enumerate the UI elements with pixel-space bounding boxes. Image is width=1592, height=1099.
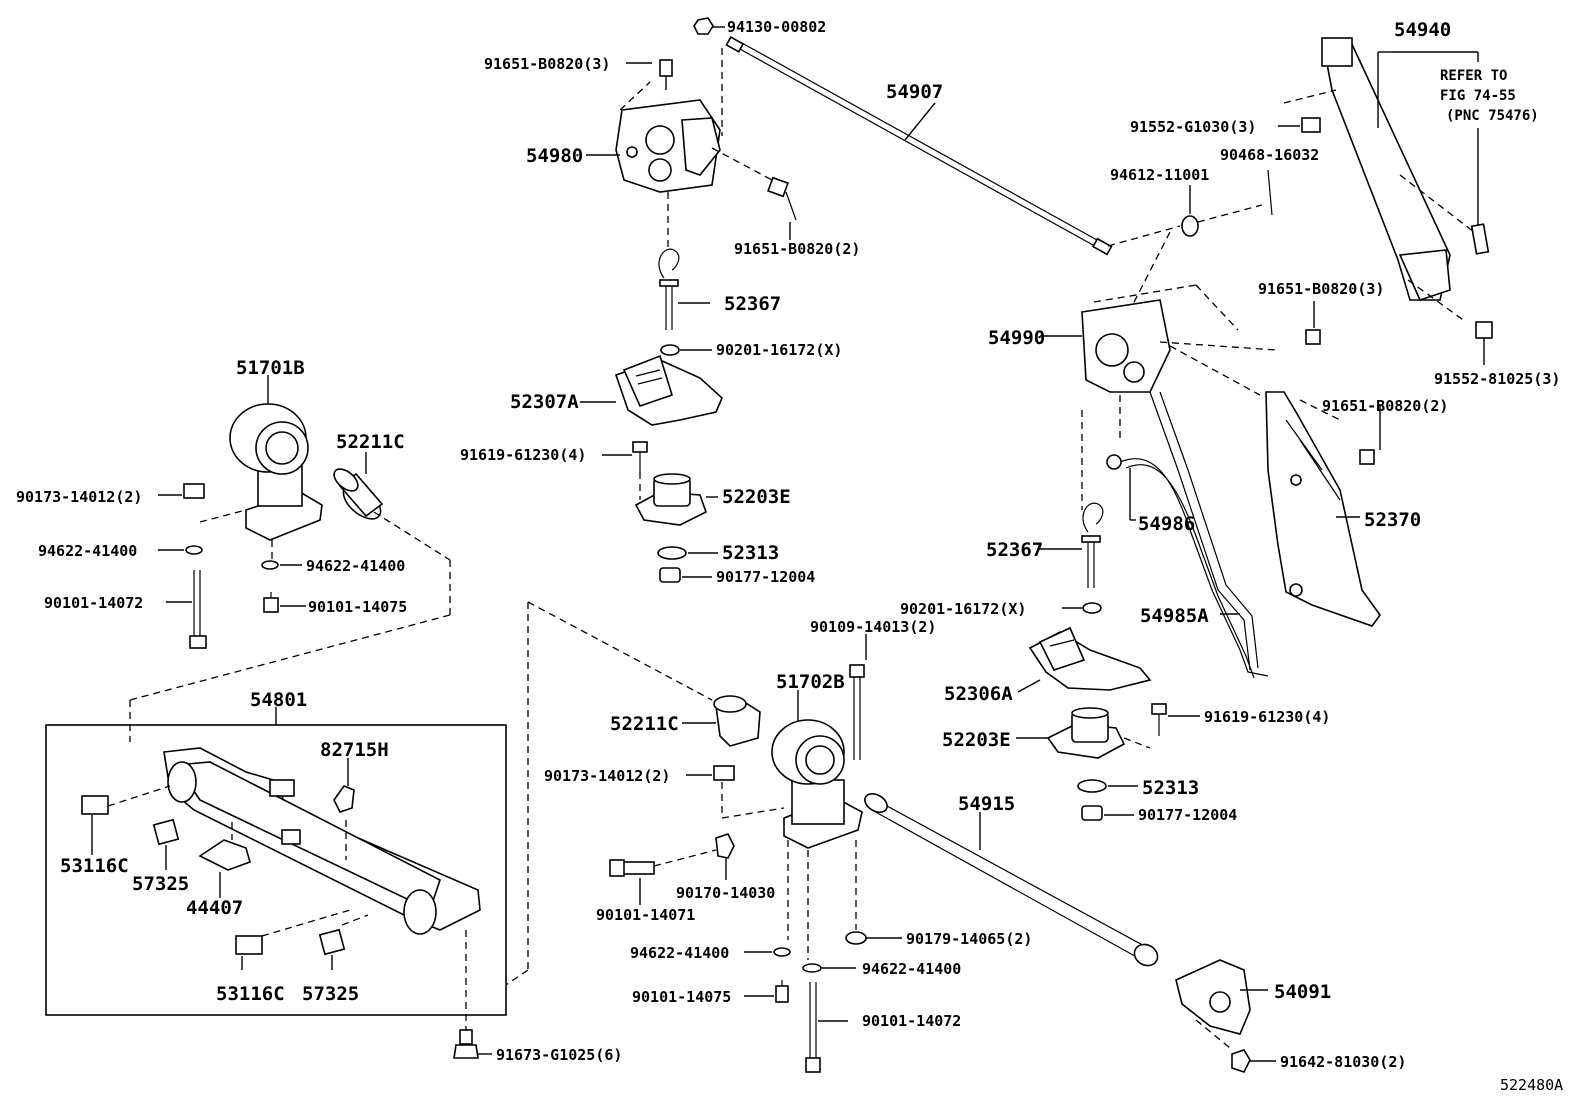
- callout-90201-16172-x-top: 90201-16172(X): [716, 341, 842, 359]
- latch-54990-drawing: [1040, 284, 1321, 510]
- reference-note-line3: (PNC 75476): [1446, 108, 1539, 124]
- callout-53116c-a: 53116C: [60, 855, 129, 877]
- callout-52203e-right: 52203E: [942, 729, 1011, 751]
- callout-90101-14075-center: 90101-14075: [632, 988, 731, 1006]
- callout-52313-right: 52313: [1142, 777, 1199, 799]
- callout-94130-00802: 94130-00802: [727, 18, 826, 36]
- callout-90177-12004-top: 90177-12004: [716, 568, 815, 586]
- callout-90101-14072-center: 90101-14072: [862, 1012, 961, 1030]
- callout-54091: 54091: [1274, 981, 1331, 1003]
- reference-note-line2: FIG 74-55: [1440, 88, 1516, 104]
- figure-code: 522480A: [1500, 1076, 1563, 1094]
- callout-52370: 52370: [1364, 509, 1421, 531]
- callout-54940: 54940: [1394, 19, 1451, 41]
- callout-90101-14071: 90101-14071: [596, 906, 695, 924]
- callout-91642-81030-2: 91642-81030(2): [1280, 1053, 1406, 1071]
- hook-52367-right-drawing: [1038, 502, 1104, 614]
- cushion-52203e-top-drawing: [602, 441, 718, 583]
- callout-91651-b0820-2-top: 91651-B0820(2): [734, 240, 860, 258]
- callout-91651-b0820-2-right: 91651-B0820(2): [1322, 397, 1448, 415]
- callout-82715h: 82715H: [320, 739, 389, 761]
- cushion-52203e-right-drawing: [1016, 703, 1200, 821]
- callout-52211c-center: 52211C: [610, 713, 679, 735]
- callout-94622-41400-a: 94622-41400: [38, 542, 137, 560]
- center-divider-c-drawing: [505, 969, 529, 986]
- bracket-52307a-drawing: [580, 354, 723, 426]
- callout-94622-41400-c: 94622-41400: [630, 944, 729, 962]
- callout-94622-41400-d: 94622-41400: [862, 960, 961, 978]
- callout-52367-right: 52367: [986, 539, 1043, 561]
- callout-52211c-left: 52211C: [336, 431, 405, 453]
- center-hardware-drawing: [609, 634, 902, 1073]
- callout-91651-b0820-3-right: 91651-B0820(3): [1258, 280, 1384, 298]
- callout-90177-12004-right: 90177-12004: [1138, 806, 1237, 824]
- callout-91619-61230-4-top: 91619-61230(4): [460, 446, 586, 464]
- plate-54091-drawing: [1175, 959, 1276, 1073]
- callout-90101-14075-left: 90101-14075: [308, 598, 407, 616]
- group-box-54801-drawing: [45, 707, 507, 1016]
- callout-57325-b: 57325: [302, 983, 359, 1005]
- callout-51702b: 51702B: [776, 671, 845, 693]
- callout-90173-14012-2-center: 90173-14012(2): [544, 767, 670, 785]
- callout-94622-41400-b: 94622-41400: [306, 557, 405, 575]
- cable-54907-drawing: [725, 36, 1113, 256]
- callout-52313-top: 52313: [722, 542, 779, 564]
- callout-44407: 44407: [186, 897, 243, 919]
- callout-90109-14013-2: 90109-14013(2): [810, 618, 936, 636]
- callout-54986: 54986: [1138, 513, 1195, 535]
- callout-54985a: 54985A: [1140, 605, 1209, 627]
- callout-90468-16032: 90468-16032: [1220, 146, 1319, 164]
- bushing-52211c-center-drawing: [682, 695, 761, 747]
- callout-52306a: 52306A: [944, 683, 1013, 705]
- plate-52370-drawing: [1265, 391, 1381, 627]
- washer-spring-drawing: [1107, 169, 1273, 311]
- rod-54986-drawing: [1106, 454, 1269, 679]
- callout-90179-14065-2: 90179-14065(2): [906, 930, 1032, 948]
- hook-52367-top-drawing: [658, 248, 712, 356]
- callout-51701b: 51701B: [236, 357, 305, 379]
- callout-91619-61230-4-right: 91619-61230(4): [1204, 708, 1330, 726]
- callout-54980: 54980: [526, 145, 583, 167]
- callout-52367-top: 52367: [724, 293, 781, 315]
- mount-51701b-drawing: [199, 375, 323, 560]
- callout-90101-14072-left: 90101-14072: [44, 594, 143, 612]
- rod-54915-drawing: [864, 793, 1159, 967]
- callout-94612-11001: 94612-11001: [1110, 166, 1209, 184]
- latch-54980-drawing: [586, 59, 797, 250]
- callout-90170-14030: 90170-14030: [676, 884, 775, 902]
- callout-52203e-top: 52203E: [722, 486, 791, 508]
- callout-91673-g1025-6: 91673-G1025(6): [496, 1046, 622, 1064]
- callout-91651-b0820-3-top: 91651-B0820(3): [484, 55, 610, 73]
- reference-note-line1: REFER TO: [1440, 68, 1507, 84]
- callout-52307a: 52307A: [510, 391, 579, 413]
- bracket-52306a-drawing: [1017, 626, 1152, 693]
- callout-91552-g1030-3: 91552-G1030(3): [1130, 118, 1256, 136]
- mount-51702b-drawing: [771, 690, 863, 849]
- lever-54940-drawing: [1278, 37, 1493, 365]
- callout-90173-14012-2-left: 90173-14012(2): [16, 488, 142, 506]
- nut-94130-drawing: [693, 17, 725, 136]
- callout-54990: 54990: [988, 327, 1045, 349]
- callout-57325-a: 57325: [132, 873, 189, 895]
- bushing-52211c-left-drawing: [333, 452, 384, 520]
- left-hardware-drawing: [129, 483, 451, 742]
- callout-53116c-b: 53116C: [216, 983, 285, 1005]
- callout-54915: 54915: [958, 793, 1015, 815]
- callout-90201-16172-x-right: 90201-16172(X): [900, 600, 1026, 618]
- callout-91552-81025-3: 91552-81025(3): [1434, 370, 1560, 388]
- center-divider-b-drawing: [527, 601, 713, 701]
- callout-54907: 54907: [886, 81, 943, 103]
- group-box-label-54801: 54801: [250, 689, 307, 711]
- rod-54985a-drawing: [1149, 391, 1259, 671]
- bolt-91673-drawing: [453, 930, 492, 1059]
